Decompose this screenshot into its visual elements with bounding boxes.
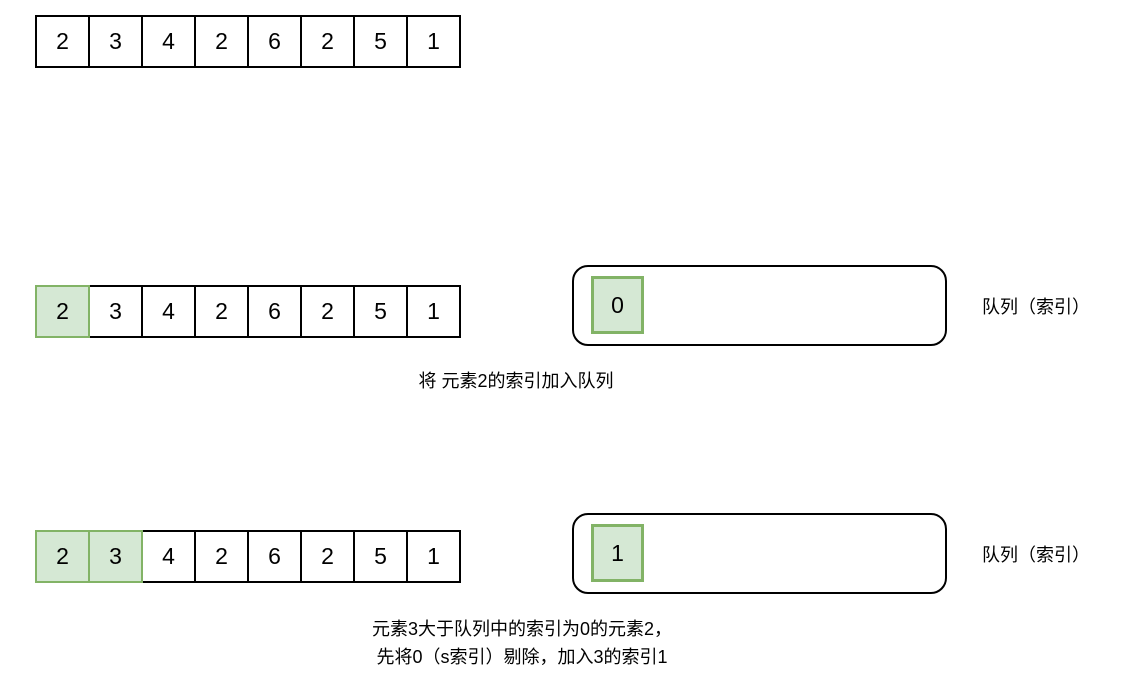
array-cell: 6 [247, 530, 302, 583]
array-cell-highlighted: 2 [35, 530, 90, 583]
array-cell: 1 [406, 15, 461, 68]
caption-line: 元素3大于队列中的索引为0的元素2， [371, 619, 673, 639]
array-cell: 5 [353, 530, 408, 583]
queue-box-step-2: 1 [572, 513, 947, 594]
array-row-initial: 2 3 4 2 6 2 5 1 [35, 15, 461, 68]
queue-label-step-2: 队列（索引） [982, 545, 1090, 565]
array-cell: 1 [406, 285, 461, 338]
array-cell-highlighted: 3 [88, 530, 143, 583]
array-row-step-1: 2 3 4 2 6 2 5 1 [35, 285, 461, 338]
array-cell: 2 [194, 285, 249, 338]
caption-line: 将 元素2的索引加入队列 [418, 371, 614, 391]
array-row-step-2: 2 3 4 2 6 2 5 1 [35, 530, 461, 583]
array-cell: 6 [247, 15, 302, 68]
array-cell: 3 [88, 285, 143, 338]
queue-box-step-1: 0 [572, 265, 947, 346]
array-cell: 1 [406, 530, 461, 583]
array-cell: 5 [353, 15, 408, 68]
array-cell: 4 [141, 285, 196, 338]
caption-step-1: 将 元素2的索引加入队列 [236, 368, 796, 396]
array-cell: 2 [194, 530, 249, 583]
caption-line: 先将0（s索引）剔除，加入3的索引1 [376, 646, 668, 667]
array-cell: 6 [247, 285, 302, 338]
queue-item: 1 [591, 524, 644, 582]
array-cell: 5 [353, 285, 408, 338]
caption-step-2: 元素3大于队列中的索引为0的元素2， 先将0（s索引）剔除，加入3的索引1 [222, 616, 822, 672]
array-cell: 3 [88, 15, 143, 68]
array-cell: 2 [35, 15, 90, 68]
array-cell: 4 [141, 15, 196, 68]
array-cell: 2 [300, 285, 355, 338]
queue-item: 0 [591, 276, 644, 334]
array-cell-highlighted: 2 [35, 285, 90, 338]
queue-label-step-1: 队列（索引） [982, 297, 1090, 317]
array-cell: 2 [300, 530, 355, 583]
array-cell: 4 [141, 530, 196, 583]
array-cell: 2 [194, 15, 249, 68]
array-cell: 2 [300, 15, 355, 68]
